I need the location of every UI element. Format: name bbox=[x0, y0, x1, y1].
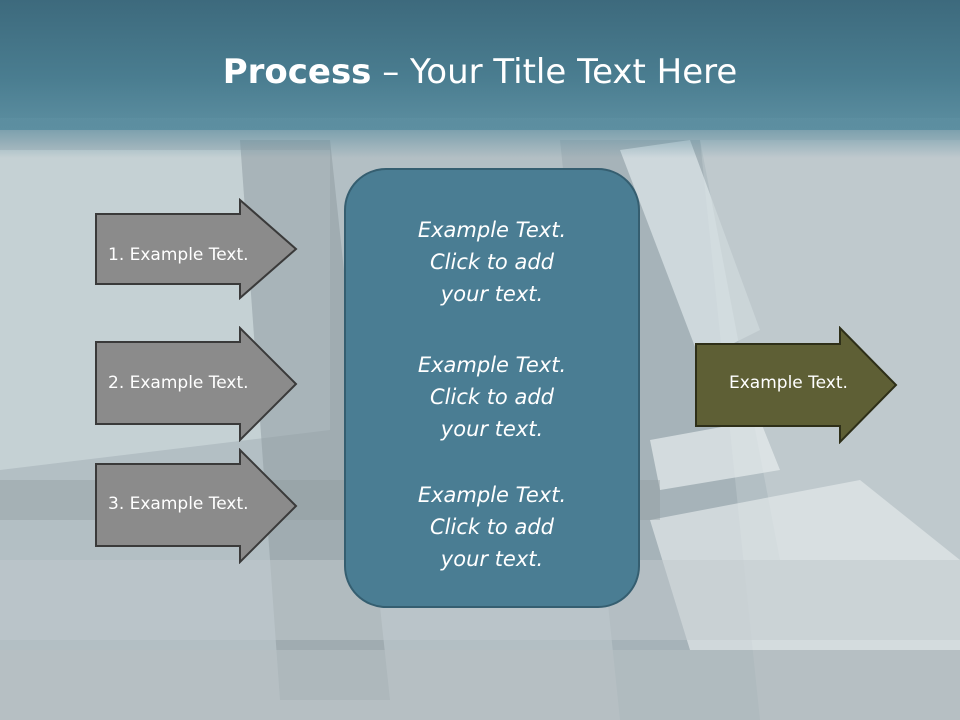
slide-title[interactable]: Process – Your Title Text Here bbox=[0, 52, 960, 92]
center-block-1-line-3: your text. bbox=[440, 282, 544, 306]
title-bar bbox=[0, 0, 960, 130]
center-text-box[interactable]: Example Text. Click to add your text. Ex… bbox=[344, 168, 640, 608]
title-bar-fade bbox=[0, 118, 960, 158]
center-block-2-line-2: Click to add bbox=[429, 385, 554, 409]
left-arrow-3-label: 3. Example Text. bbox=[108, 494, 249, 514]
right-arrow[interactable] bbox=[694, 326, 900, 444]
center-block-2: Example Text. Click to add your text. bbox=[346, 349, 638, 445]
title-rest: – Your Title Text Here bbox=[371, 52, 738, 92]
center-block-3-line-2: Click to add bbox=[429, 515, 554, 539]
center-block-1-line-1: Example Text. bbox=[417, 218, 567, 242]
left-arrow-3[interactable] bbox=[94, 448, 300, 564]
left-arrow-2-label: 2. Example Text. bbox=[108, 373, 249, 393]
left-arrow-1[interactable] bbox=[94, 198, 300, 300]
center-block-1: Example Text. Click to add your text. bbox=[346, 214, 638, 310]
right-arrow-label: Example Text. bbox=[729, 373, 848, 393]
center-block-3: Example Text. Click to add your text. bbox=[346, 479, 638, 575]
left-arrow-2[interactable] bbox=[94, 326, 300, 442]
center-block-3-line-3: your text. bbox=[440, 547, 544, 571]
center-block-2-line-1: Example Text. bbox=[417, 353, 567, 377]
center-block-2-line-3: your text. bbox=[440, 417, 544, 441]
center-block-3-line-1: Example Text. bbox=[417, 483, 567, 507]
center-block-1-line-2: Click to add bbox=[429, 250, 554, 274]
left-arrow-1-label: 1. Example Text. bbox=[108, 245, 249, 265]
title-bold: Process bbox=[222, 52, 372, 92]
